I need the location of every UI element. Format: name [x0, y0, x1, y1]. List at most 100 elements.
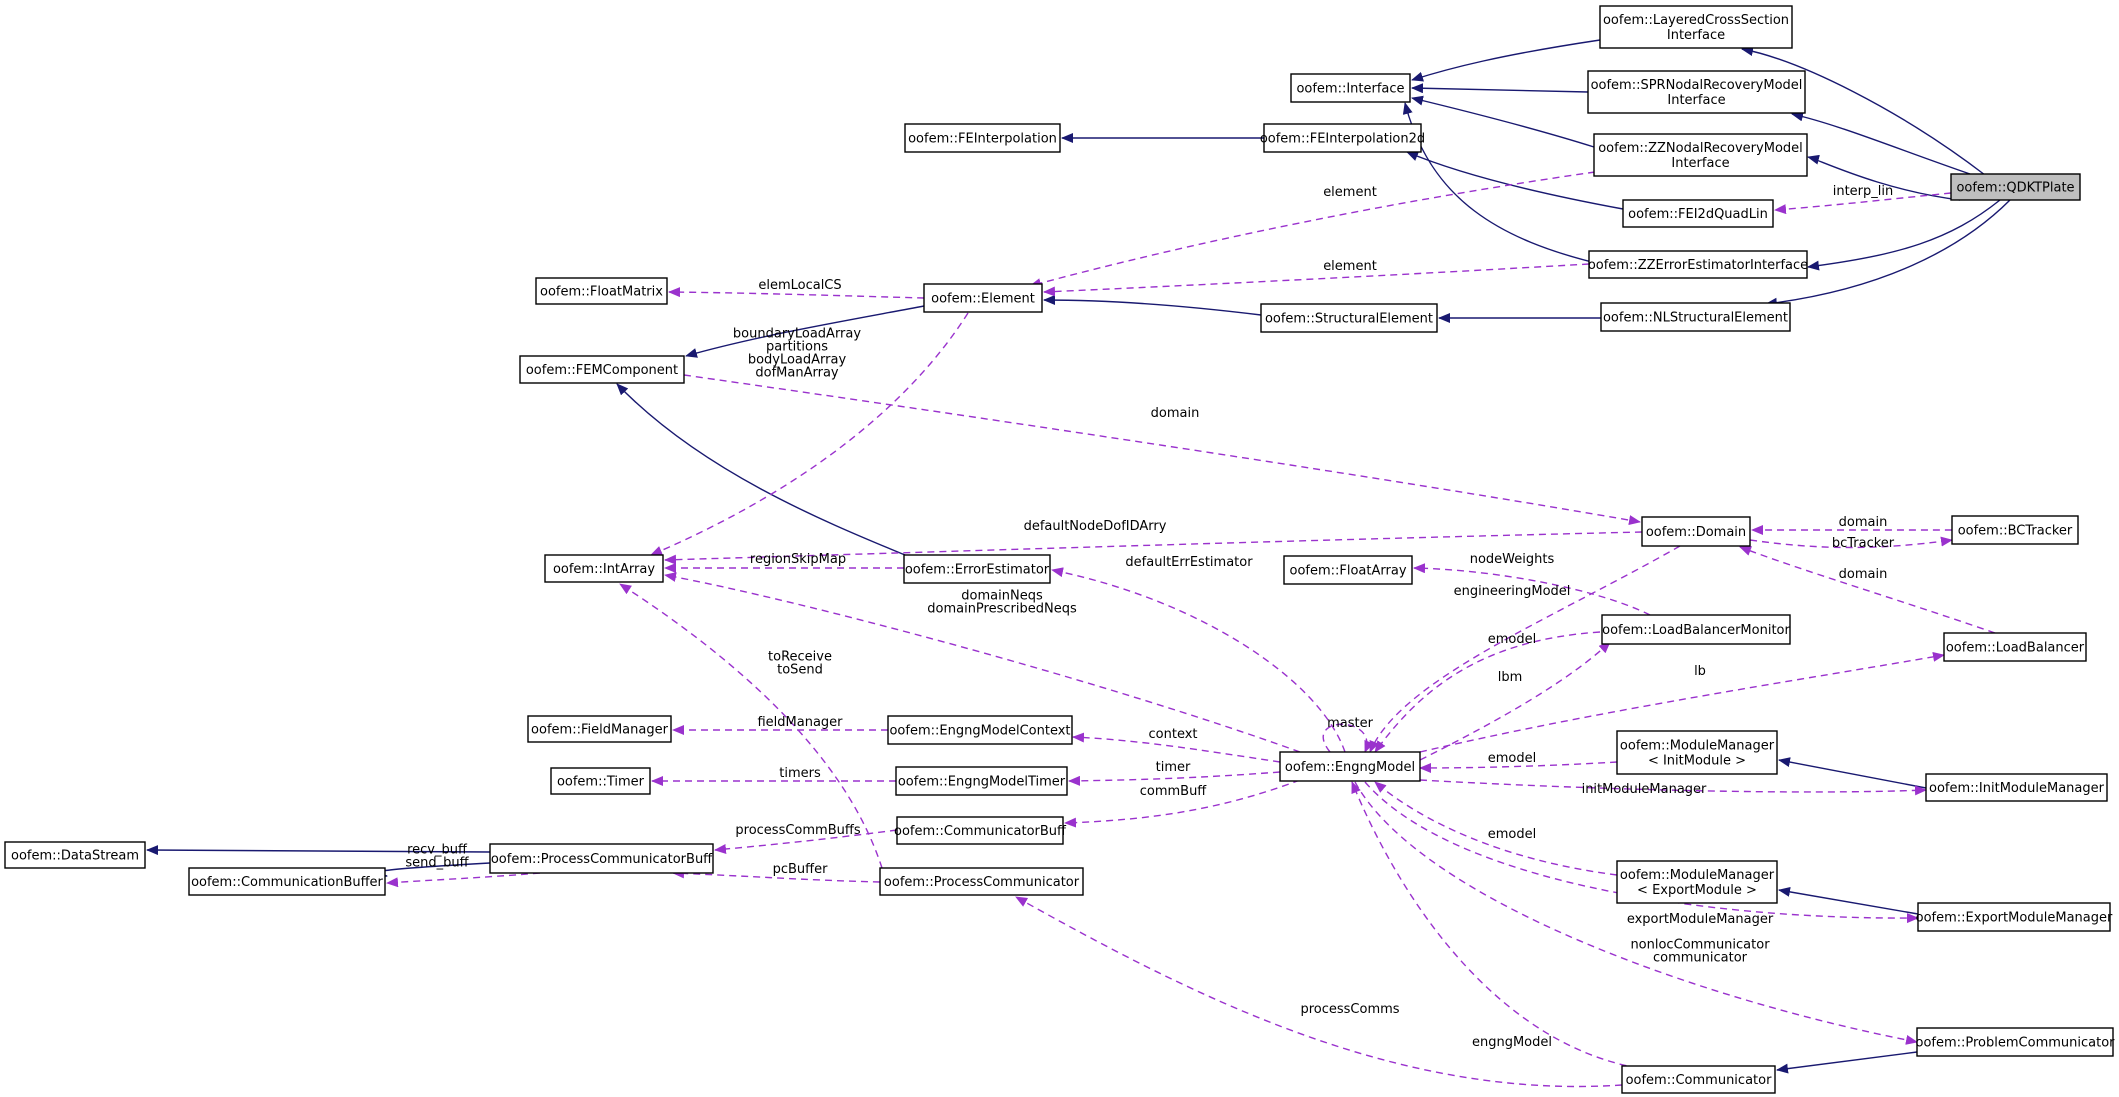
edge-label-timer: timer — [1156, 760, 1191, 775]
inheritance-edge — [1411, 39, 1601, 82]
inheritance-edge — [685, 305, 925, 358]
edge-label-engineeringmodel: engineeringModel — [1454, 584, 1571, 599]
class-node-error-estimator[interactable]: oofem::ErrorEstimator — [903, 554, 1051, 584]
class-node-box — [1641, 516, 1751, 547]
class-node-box — [1587, 70, 1806, 114]
edge-label-lb: lb — [1694, 664, 1706, 679]
class-node-box — [527, 715, 672, 743]
class-node-process-communicator-buff[interactable]: oofem::ProcessCommunicatorBuff — [489, 843, 714, 874]
class-node-qdktplate[interactable]: oofem::QDKTPlate — [1950, 173, 2081, 201]
class-node-fei2d-quad-lin[interactable]: oofem::FEI2dQuadLin — [1622, 199, 1774, 228]
edge-label-elemlocalcs: elemLocalCS — [758, 278, 841, 293]
usage-edge — [1322, 723, 1374, 753]
usage-edge — [619, 583, 883, 869]
class-node-domain[interactable]: oofem::Domain — [1641, 516, 1751, 547]
class-node-box — [887, 715, 1073, 745]
class-node-label: oofem::ProcessCommunicator — [884, 875, 1080, 890]
edge-label-regionskipmap: regionSkipMap — [750, 552, 846, 567]
class-node-label: oofem::ZZNodalRecoveryModel — [1598, 141, 1803, 156]
class-node-interface[interactable]: oofem::Interface — [1290, 73, 1411, 103]
class-node-timer[interactable]: oofem::Timer — [550, 767, 651, 795]
class-node-label: oofem::ProcessCommunicatorBuff — [491, 852, 713, 867]
edge-label-domain-fem: domain — [1151, 406, 1200, 421]
class-node-load-balancer-monitor[interactable]: oofem::LoadBalancerMonitor — [1601, 614, 1791, 645]
class-node-label: oofem::Element — [931, 292, 1035, 307]
edge-label-commbuff: commBuff — [1140, 784, 1208, 799]
edge-label-emodel-export: emodel — [1488, 827, 1536, 842]
usage-edge — [664, 531, 1643, 565]
class-node-box — [1290, 73, 1411, 103]
usage-edge — [1015, 896, 1623, 1088]
inheritance-edge — [1765, 199, 2011, 308]
usage-edge — [1419, 761, 1618, 773]
class-node-communicator[interactable]: oofem::Communicator — [1621, 1065, 1776, 1094]
class-node-communication-buffer[interactable]: oofem::CommunicationBuffer — [188, 867, 386, 896]
class-node-feinterpolation2d[interactable]: oofem::FEInterpolation2d — [1260, 123, 1425, 153]
edge-label-emodel-lbm: emodel — [1488, 632, 1536, 647]
class-node-data-stream[interactable]: oofem::DataStream — [4, 841, 146, 869]
class-node-label: oofem::Domain — [1646, 525, 1746, 540]
class-node-feinterpolation[interactable]: oofem::FEInterpolation — [904, 123, 1061, 153]
edge-label-intarray-element: bodyLoadArray — [748, 353, 847, 368]
class-node-problem-communicator[interactable]: oofem::ProblemCommunicator — [1915, 1027, 2115, 1057]
class-node-init-module-manager[interactable]: oofem::InitModuleManager — [1925, 773, 2108, 802]
class-node-nlstructural-element[interactable]: oofem::NLStructuralElement — [1600, 302, 1791, 332]
usage-edge — [1369, 545, 1681, 753]
class-node-box — [1283, 555, 1413, 585]
inheritance-edge — [1807, 199, 2001, 271]
class-node-module-manager-export[interactable]: oofem::ModuleManager< ExportModule > — [1616, 860, 1778, 904]
class-node-float-matrix[interactable]: oofem::FloatMatrix — [535, 277, 668, 305]
edge-label-emodel-init: emodel — [1488, 751, 1536, 766]
class-node-label: oofem::FEInterpolation — [908, 132, 1057, 147]
class-node-femcomponent[interactable]: oofem::FEMComponent — [519, 355, 685, 384]
edge-label-processcomms: processComms — [1300, 1002, 1399, 1017]
class-node-export-module-manager[interactable]: oofem::ExportModuleManager — [1916, 902, 2113, 932]
class-node-label: oofem::SPRNodalRecoveryModel — [1591, 78, 1803, 93]
class-node-label: oofem::InitModuleManager — [1929, 781, 2105, 796]
edge-label-defaultnodedofidarry: defaultNodeDofIDArry — [1024, 519, 1167, 534]
class-node-label: oofem::FieldManager — [531, 723, 669, 738]
class-node-box — [879, 867, 1084, 896]
class-node-engng-model[interactable]: oofem::EngngModel — [1279, 751, 1421, 782]
class-node-int-array[interactable]: oofem::IntArray — [544, 554, 664, 583]
class-node-zzerror[interactable]: oofem::ZZErrorEstimatorInterface — [1588, 250, 1808, 279]
class-node-box — [1588, 250, 1808, 279]
edge-label-bctracker: bcTracker — [1832, 536, 1895, 551]
usage-edge — [1364, 781, 1919, 924]
inheritance-edge — [146, 845, 491, 856]
edges-layer — [146, 39, 2011, 1088]
class-node-float-array[interactable]: oofem::FloatArray — [1283, 555, 1413, 585]
usage-edge — [1419, 779, 1927, 796]
nodes-layer: oofem::QDKTPlate oofem::LayeredCrossSecti… — [4, 5, 2115, 1094]
usage-edge — [1072, 732, 1281, 763]
class-node-label: oofem::StructuralElement — [1265, 312, 1433, 327]
class-node-engng-model-context[interactable]: oofem::EngngModelContext — [887, 715, 1073, 745]
usage-edge — [668, 287, 925, 299]
inheritance-edge — [616, 383, 906, 556]
class-node-label: oofem::CommunicationBuffer — [191, 875, 383, 890]
class-node-communicator-buff[interactable]: oofem::CommunicatorBuff — [894, 816, 1067, 845]
usage-edge — [1749, 536, 1953, 549]
class-node-element[interactable]: oofem::Element — [923, 283, 1043, 313]
class-node-label: Interface — [1667, 93, 1725, 108]
edge-label-bc-domain: domain — [1839, 515, 1888, 530]
class-node-structural-element[interactable]: oofem::StructuralElement — [1260, 303, 1438, 333]
edge-label-intarray-element: partitions — [766, 340, 828, 355]
inheritance-edge — [1778, 757, 1927, 789]
class-node-label: oofem::CommunicatorBuff — [894, 824, 1067, 839]
inheritance-edge — [1791, 111, 1971, 175]
class-node-load-balancer[interactable]: oofem::LoadBalancer — [1943, 632, 2087, 662]
class-node-module-manager-init[interactable]: oofem::ModuleManager< InitModule > — [1616, 730, 1778, 775]
class-node-engng-model-timer[interactable]: oofem::EngngModelTimer — [895, 766, 1068, 796]
edge-label-fieldmanager: fieldManager — [757, 715, 843, 730]
class-node-label: oofem::DataStream — [11, 849, 139, 864]
class-node-box — [1263, 123, 1422, 153]
class-node-field-manager[interactable]: oofem::FieldManager — [527, 715, 672, 743]
edge-label-master: master — [1327, 716, 1373, 731]
usage-edge — [1739, 546, 1996, 634]
class-node-process-communicator[interactable]: oofem::ProcessCommunicator — [879, 867, 1084, 896]
class-node-bctracker[interactable]: oofem::BCTracker — [1951, 515, 2079, 545]
